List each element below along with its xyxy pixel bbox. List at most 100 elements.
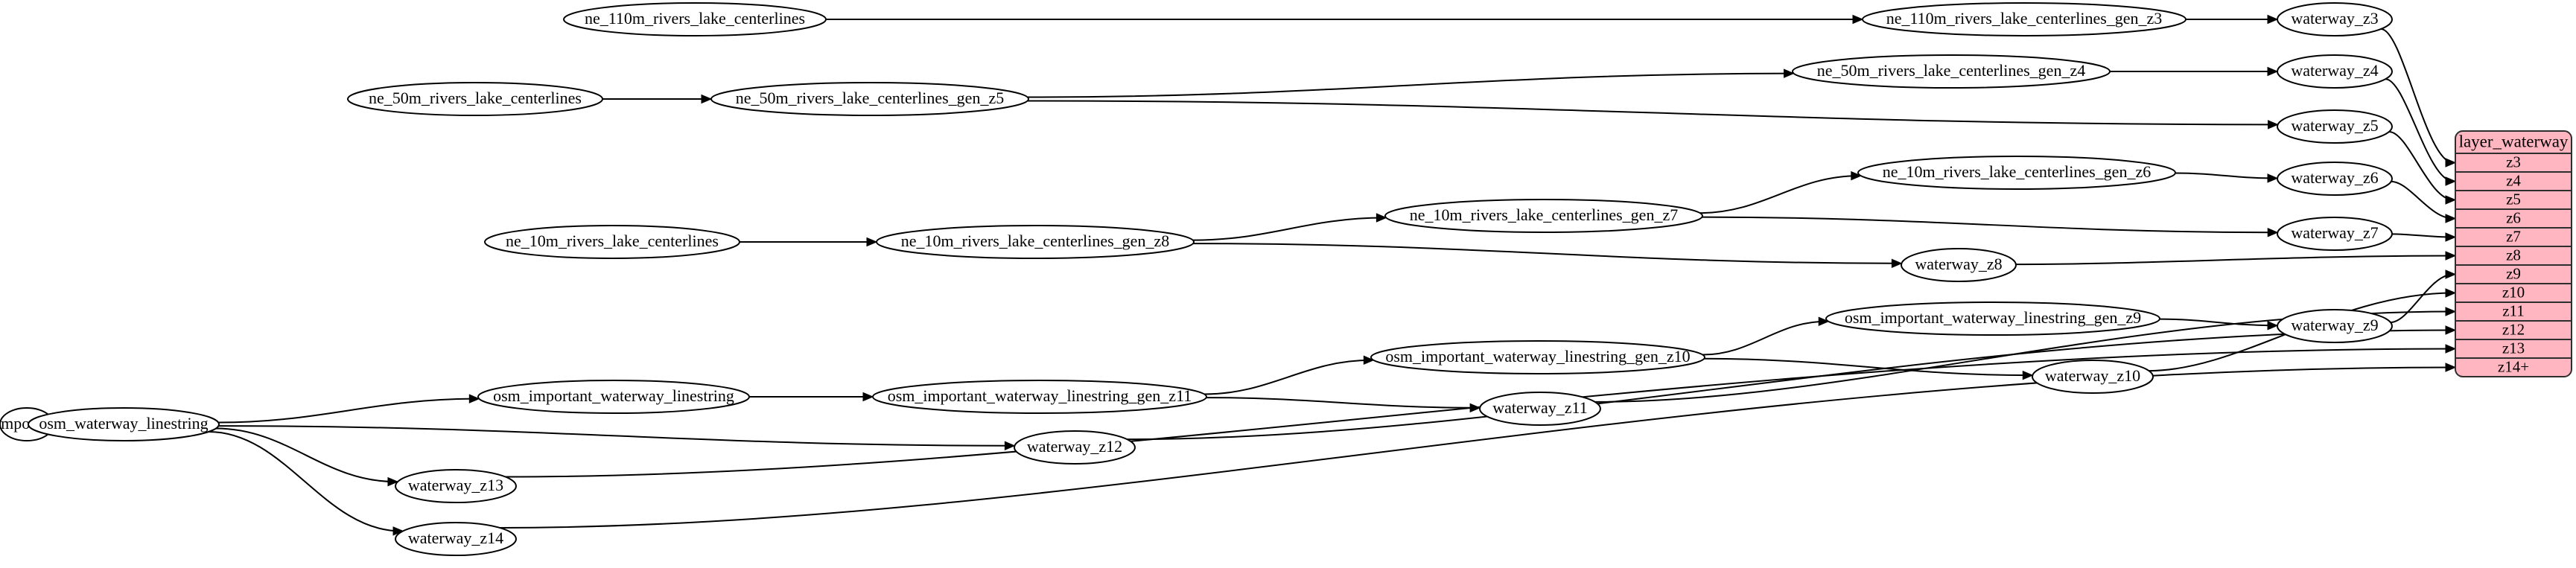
node-label-waterway_z6: waterway_z6	[2291, 168, 2378, 187]
edge-waterway_z4-to-table-z4	[2385, 78, 2454, 182]
table-row-z11[interactable]: z11	[2502, 301, 2525, 319]
edge-arrowhead	[2445, 269, 2457, 279]
node-ne_10m_rivers_lake_centerlines_gen_z7[interactable]	[1384, 199, 1703, 233]
table-row-z3[interactable]: z3	[2506, 153, 2521, 170]
edge-waterway_z12-to-table-z12	[1127, 329, 2454, 441]
node-ne_110m_rivers_lake_centerlines[interactable]	[563, 2, 827, 36]
edge-arrowhead	[2445, 325, 2457, 335]
edge-arrowhead	[2445, 195, 2457, 205]
table-row-z14+[interactable]: z14+	[2498, 357, 2529, 375]
table-row-z6[interactable]: z6	[2506, 208, 2521, 226]
node-label-ne_10m_rivers_lake_centerlines_gen_z8: ne_10m_rivers_lake_centerlines_gen_z8	[901, 232, 1169, 250]
edge-arrowhead	[2267, 321, 2279, 331]
edge-waterway_z3-to-table-z3	[2380, 28, 2454, 164]
node-waterway_z3[interactable]	[2277, 2, 2393, 36]
edge-arrowhead	[2445, 307, 2457, 316]
table-layer: layer_waterwayz3z4z5z6z7z8z9z10z11z12z13…	[2455, 130, 2572, 377]
edge-arrowhead	[2267, 173, 2279, 183]
node-osm_important_waterway_linestring[interactable]	[477, 380, 750, 414]
edge-ne_50m_rivers_lake_centerlines_gen_z5-to-waterway_z5	[1027, 100, 2276, 126]
edge-osm_waterway_linestring-to-waterway_z13	[215, 427, 395, 483]
edge-arrowhead	[866, 237, 878, 247]
node-ne_50m_rivers_lake_centerlines_gen_z5[interactable]	[710, 82, 1029, 116]
edge-arrowhead	[2445, 363, 2457, 372]
edge-arrowhead	[2445, 232, 2457, 242]
table-row-z13[interactable]: z13	[2502, 339, 2525, 357]
node-label-osm_important_waterway_linestring_gen_z10: osm_important_waterway_linestring_gen_z1…	[1385, 347, 1690, 366]
node-label-osm_important_waterway_linestring_gen_z11: osm_important_waterway_linestring_gen_z1…	[888, 386, 1192, 405]
edge-arrowhead	[1363, 355, 1375, 366]
edge-ne_10m_rivers_lake_centerlines_gen_z6-to-waterway_z6	[2175, 172, 2276, 179]
node-waterway_z5[interactable]	[2277, 109, 2393, 144]
node-label-ne_50m_rivers_lake_centerlines_gen_z5: ne_50m_rivers_lake_centerlines_gen_z5	[736, 89, 1004, 107]
node-layer: imposm3osm_waterway_linestringne_110m_ri…	[0, 2, 2393, 556]
edge-osm_important_waterway_linestring_gen_z11-to-osm_important_waterway_linestring_gen_z10	[1204, 359, 1372, 395]
node-label-ne_50m_rivers_lake_centerlines: ne_50m_rivers_lake_centerlines	[369, 89, 582, 107]
edge-arrowhead	[2267, 66, 2279, 77]
node-osm_waterway_linestring[interactable]	[28, 407, 220, 441]
edge-waterway_z8-to-table-z8	[2015, 255, 2454, 266]
edge-waterway_z13-to-table-z13	[505, 348, 2454, 478]
edge-ne_10m_rivers_lake_centerlines_gen_z7-to-ne_10m_rivers_lake_centerlines_gen_z6	[1699, 175, 1859, 214]
node-label-osm_waterway_linestring: osm_waterway_linestring	[39, 414, 208, 433]
table-row-z7[interactable]: z7	[2506, 227, 2521, 245]
node-waterway_z7[interactable]	[2277, 217, 2393, 251]
node-waterway_z11[interactable]	[1479, 392, 1601, 426]
node-osm_important_waterway_linestring_gen_z11[interactable]	[872, 380, 1207, 414]
edge-arrowhead	[468, 394, 480, 403]
node-ne_50m_rivers_lake_centerlines[interactable]	[347, 82, 603, 116]
edge-arrowhead	[1818, 316, 1830, 326]
table-row-z8[interactable]: z8	[2506, 246, 2521, 264]
edge-arrowhead	[2022, 370, 2034, 380]
table-row-z4[interactable]: z4	[2506, 171, 2521, 189]
node-label-ne_10m_rivers_lake_centerlines_gen_z6: ne_10m_rivers_lake_centerlines_gen_z6	[1883, 162, 2151, 181]
edge-osm_waterway_linestring-to-waterway_z12	[218, 425, 1013, 447]
edge-waterway_z6-to-table-z6	[2391, 180, 2454, 220]
edge-osm_important_waterway_linestring_gen_z11-to-waterway_z11	[1206, 397, 1478, 409]
node-label-waterway_z8: waterway_z8	[1915, 255, 2002, 273]
node-waterway_z8[interactable]	[1901, 248, 2017, 282]
node-waterway_z9[interactable]	[2277, 309, 2393, 343]
layer-waterway-table-body	[2455, 130, 2572, 377]
node-ne_10m_rivers_lake_centerlines_gen_z8[interactable]	[876, 225, 1195, 259]
node-osm_important_waterway_linestring_gen_z10[interactable]	[1370, 340, 1705, 374]
edge-arrowhead	[1851, 170, 1863, 181]
edge-arrowhead	[2445, 158, 2457, 167]
edge-arrowhead	[1852, 14, 1864, 25]
node-osm_important_waterway_linestring_gen_z9[interactable]	[1825, 301, 2160, 336]
edge-arrowhead	[2445, 251, 2457, 261]
edge-arrowhead	[2445, 288, 2457, 298]
node-label-waterway_z7: waterway_z7	[2291, 223, 2378, 242]
table-row-z10[interactable]: z10	[2502, 283, 2525, 301]
edge-arrowhead	[1004, 441, 1016, 451]
node-label-osm_important_waterway_linestring: osm_important_waterway_linestring	[493, 386, 734, 405]
table-row-z5[interactable]: z5	[2506, 190, 2521, 208]
edge-waterway_z7-to-table-z7	[2391, 233, 2454, 238]
node-ne_10m_rivers_lake_centerlines[interactable]	[484, 225, 740, 259]
node-waterway_z14[interactable]	[395, 522, 517, 556]
node-label-waterway_z12: waterway_z12	[1027, 437, 1122, 456]
node-label-ne_50m_rivers_lake_centerlines_gen_z4: ne_50m_rivers_lake_centerlines_gen_z4	[1817, 61, 2085, 80]
edge-arrowhead	[2445, 214, 2457, 223]
node-waterway_z4[interactable]	[2277, 54, 2393, 89]
node-waterway_z12[interactable]	[1014, 430, 1136, 465]
node-ne_50m_rivers_lake_centerlines_gen_z4[interactable]	[1792, 54, 2111, 89]
node-waterway_z10[interactable]	[2032, 360, 2154, 394]
node-label-waterway_z4: waterway_z4	[2291, 61, 2378, 80]
edge-arrowhead	[387, 476, 399, 487]
edge-osm_waterway_linestring-to-osm_important_waterway_linestring	[218, 398, 477, 424]
edge-ne_50m_rivers_lake_centerlines_gen_z5-to-ne_50m_rivers_lake_centerlines_gen_z4	[1027, 72, 1792, 98]
table-row-z9[interactable]: z9	[2506, 264, 2521, 282]
edge-osm_important_waterway_linestring_gen_z9-to-waterway_z9	[2159, 318, 2276, 327]
edge-osm_waterway_linestring-to-waterway_z14	[209, 430, 401, 532]
node-ne_10m_rivers_lake_centerlines_gen_z6[interactable]	[1857, 156, 2176, 190]
edge-ne_10m_rivers_lake_centerlines_gen_z8-to-ne_10m_rivers_lake_centerlines_gen_z7	[1192, 217, 1384, 241]
node-waterway_z13[interactable]	[395, 469, 517, 503]
node-label-waterway_z13: waterway_z13	[408, 476, 503, 494]
node-ne_110m_rivers_lake_centerlines_gen_z3[interactable]	[1862, 2, 2187, 36]
node-waterway_z6[interactable]	[2277, 162, 2393, 196]
edge-arrowhead	[2267, 228, 2279, 237]
table-row-z12[interactable]: z12	[2502, 320, 2525, 338]
edge-arrowhead	[2267, 14, 2279, 25]
